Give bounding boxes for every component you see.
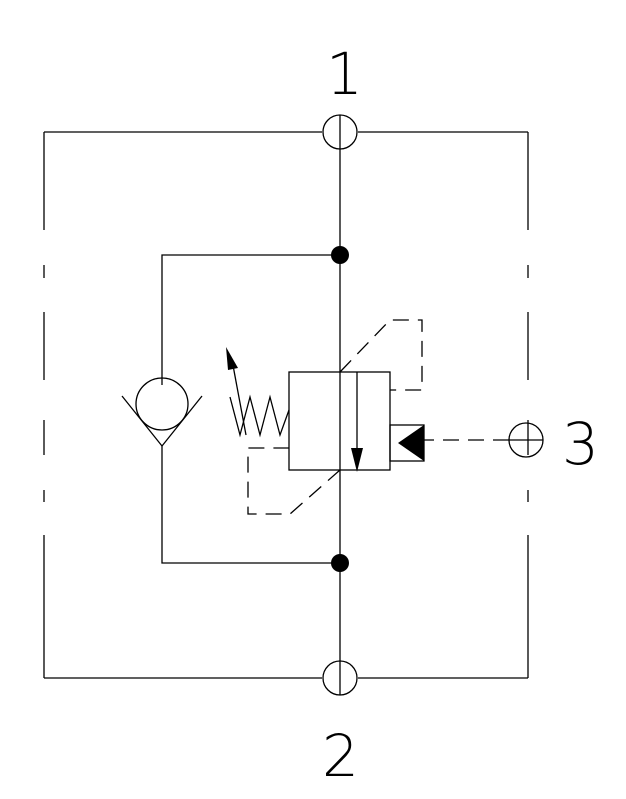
check-valve-seat [121,395,203,448]
valve-body [288,371,391,472]
pilot-triangle-icon [398,425,424,461]
port-2: 2 [322,660,359,790]
port-1-label: 1 [326,40,363,108]
external-pilot [389,424,509,462]
cavity-outline [43,131,529,679]
flow-arrow-head [351,448,363,472]
port-3: 3 [508,410,599,478]
port-2-label: 2 [322,722,359,790]
port-3-label: 3 [562,410,599,478]
check-valve-ball [135,377,189,431]
pilot-line-lower [247,447,341,515]
adjust-arrow-line [231,359,247,436]
adjustable-spring [226,347,290,438]
adjust-arrow-head [226,347,238,370]
spring-icon [229,394,290,438]
port-1: 1 [322,40,363,150]
pilot-line-upper [339,319,423,391]
check-valve [121,254,340,564]
